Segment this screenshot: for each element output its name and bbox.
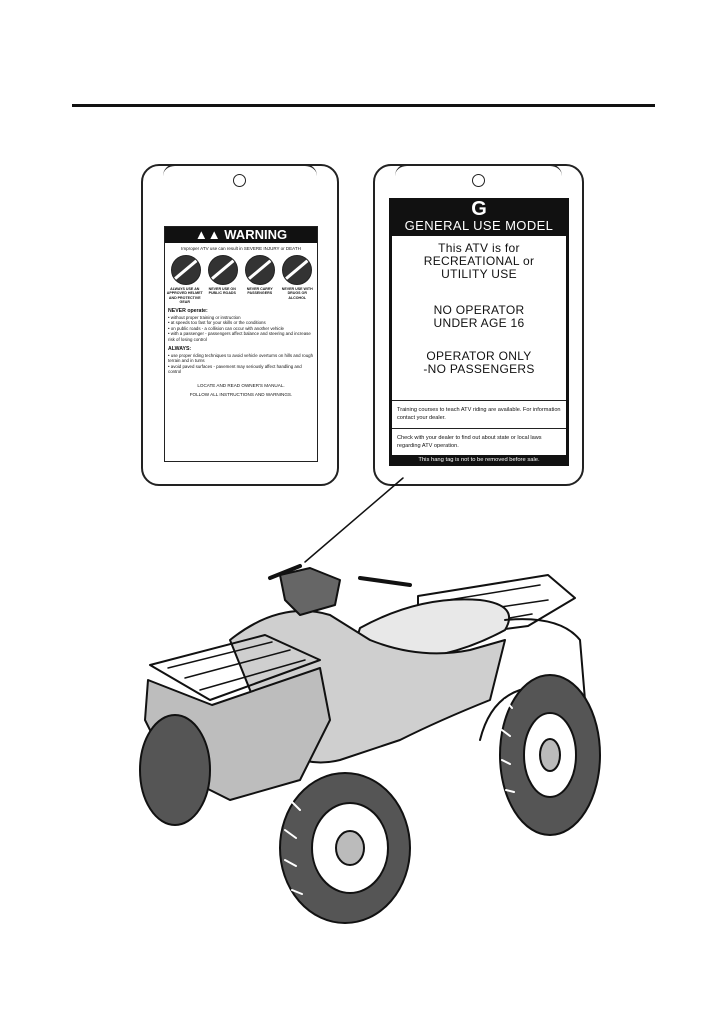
icon-caption: ALWAYS USE AN APPROVED HELMET AND PROTEC… — [166, 287, 203, 305]
leader-line — [304, 477, 404, 563]
warning-subheading: Improper ATV use can result in SEVERE IN… — [181, 246, 301, 251]
warning-footer: LOCATE AND READ OWNER'S MANUAL. FOLLOW A… — [167, 381, 315, 399]
never-item: • at speeds too fast for your skills or … — [168, 320, 266, 326]
warning-label: ▲▲ WARNING Improper ATV use can result i… — [164, 226, 318, 462]
use-line: This ATV is for — [438, 241, 520, 255]
icon-caption: NEVER USE WITH DRUGS OR ALCOHOL — [281, 287, 313, 300]
category-letter: G — [471, 198, 487, 220]
use-line: RECREATIONAL or — [423, 254, 535, 268]
front-left-wheel — [139, 714, 211, 826]
always-item: • use proper riding techniques to avoid … — [168, 352, 314, 364]
no-drugs-alcohol-icon — [281, 255, 312, 285]
always-heading: ALWAYS: — [168, 345, 192, 352]
never-item: • without proper training or instruction — [168, 314, 241, 320]
passenger-line: OPERATOR ONLY — [426, 349, 532, 363]
always-item: • avoid paved surfaces - pavement may se… — [168, 363, 302, 375]
helmet-icon — [170, 255, 201, 285]
no-passenger-icon — [244, 255, 275, 285]
handlebar — [268, 564, 412, 587]
never-item: • with a passenger - passengers affect b… — [168, 331, 311, 342]
warning-heading: ▲▲ WARNING — [165, 227, 317, 243]
laws-note: Check with your dealer to find out about… — [397, 435, 542, 450]
never-heading: NEVER operate: — [168, 307, 208, 314]
no-public-road-icon — [207, 255, 238, 285]
general-use-body: This ATV is for RECREATIONAL or UTILITY … — [392, 236, 566, 455]
general-use-hang-tag: G GENERAL USE MODEL This ATV is for RECR… — [373, 164, 584, 486]
age-line: UNDER AGE 16 — [433, 316, 525, 330]
warning-hang-tag: ▲▲ WARNING Improper ATV use can result i… — [141, 164, 339, 486]
warning-footer-line: LOCATE AND READ OWNER'S MANUAL. — [197, 382, 285, 388]
never-item: • on public roads - a collision can occu… — [168, 325, 284, 331]
warning-icons — [167, 255, 315, 285]
use-line: UTILITY USE — [441, 267, 517, 281]
age-line: NO OPERATOR — [433, 303, 525, 317]
headlight-cowl — [279, 567, 341, 616]
training-note: Training courses to teach ATV riding are… — [397, 407, 561, 422]
header-rule — [72, 104, 655, 107]
general-use-label: G GENERAL USE MODEL This ATV is for RECR… — [389, 198, 569, 466]
icon-caption: NEVER CARRY PASSENGERS — [246, 287, 273, 296]
divider — [392, 428, 566, 430]
icon-caption: NEVER USE ON PUBLIC ROADS — [208, 287, 236, 296]
warning-footer-line: FOLLOW ALL INSTRUCTIONS AND WARNINGS. — [189, 391, 293, 397]
tag-hole — [233, 174, 246, 187]
tag-footer: This hang tag is not to be removed befor… — [418, 457, 540, 463]
tag-hole — [471, 174, 485, 187]
front-rack — [149, 634, 321, 701]
divider — [392, 400, 566, 402]
general-use-title: GENERAL USE MODEL — [404, 218, 554, 233]
icon-captions: ALWAYS USE AN APPROVED HELMET AND PROTEC… — [166, 287, 316, 305]
passenger-line: -NO PASSENGERS — [423, 362, 535, 376]
